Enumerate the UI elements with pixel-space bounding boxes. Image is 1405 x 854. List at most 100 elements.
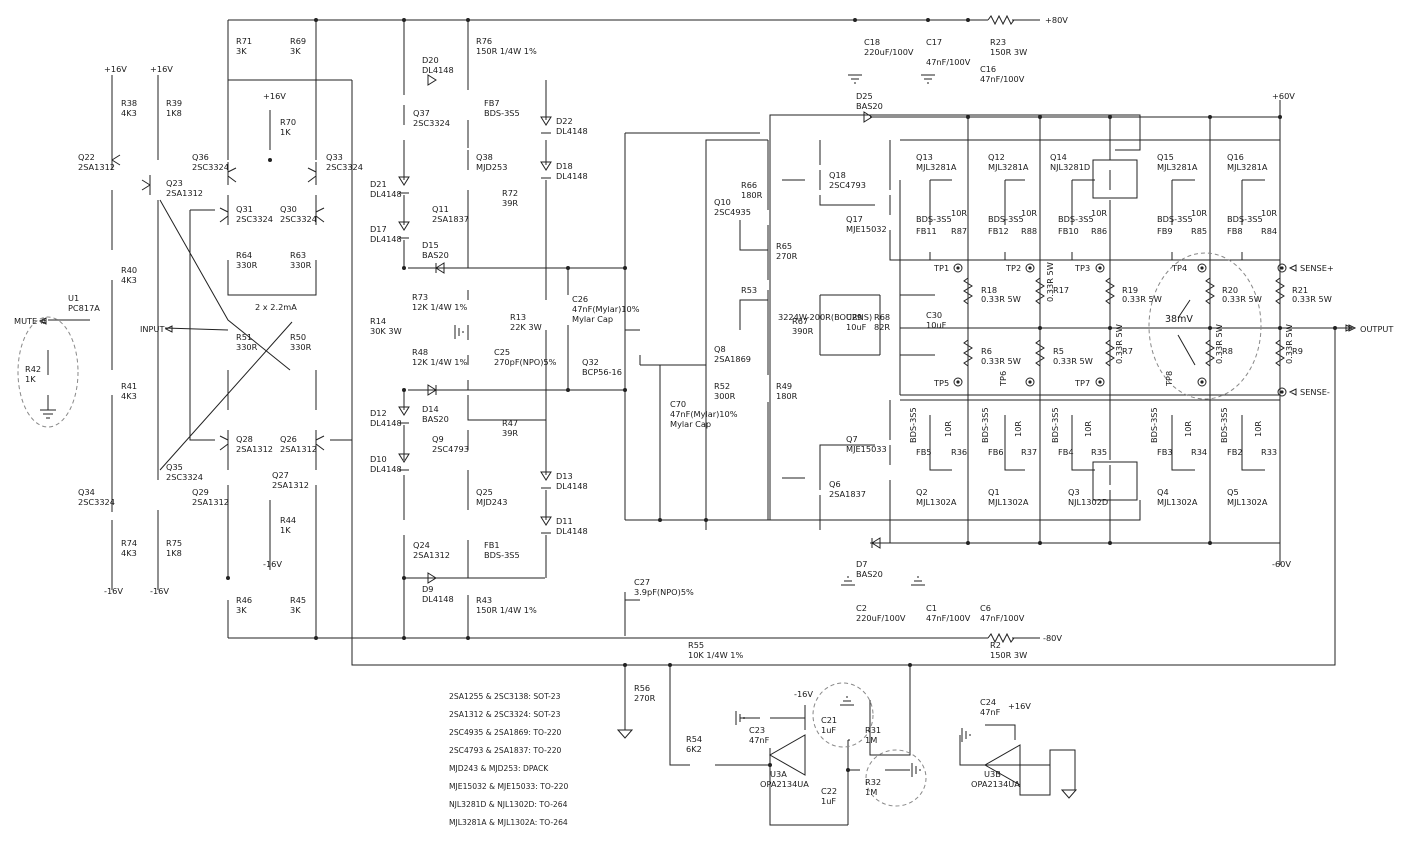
component-label: DL4148	[422, 65, 454, 75]
component-label: 47nF/100V	[926, 57, 971, 67]
component-label: 47nF(Mylar)10%	[572, 304, 640, 314]
component-label: R72	[502, 188, 518, 198]
component-label: D25	[856, 91, 873, 101]
component-label: Q22	[78, 152, 95, 162]
component-label: 1uF	[821, 725, 836, 735]
component-label: C26	[572, 294, 588, 304]
component-label: 0.33R 5W	[1045, 262, 1055, 302]
component-label: R74	[121, 538, 137, 548]
component-label: R46	[236, 595, 252, 605]
component-label: Q33	[326, 152, 343, 162]
component-label: Q17	[846, 214, 863, 224]
component-label: BDS-3S5	[916, 214, 952, 224]
component-label: Q18	[829, 170, 846, 180]
rail-pos16-a: +16V	[104, 64, 127, 74]
component-label: DL4148	[370, 464, 402, 474]
component-label: 3K	[236, 605, 247, 615]
component-label: R76	[476, 36, 492, 46]
component-label: 10R	[1013, 421, 1023, 437]
component-label: R42	[25, 364, 41, 374]
component-label: BDS-3S5	[1058, 214, 1094, 224]
component-label: 47nF	[749, 735, 770, 745]
component-label: R19	[1122, 285, 1138, 295]
component-label: C24	[980, 697, 996, 707]
component-label: Q37	[413, 108, 430, 118]
component-label: 30K 3W	[370, 326, 402, 336]
component-label: 2SC3324	[78, 497, 115, 507]
component-label: D20	[422, 55, 439, 65]
component-label: Q32	[582, 357, 599, 367]
component-label: Q10	[714, 197, 731, 207]
component-label: C6	[980, 603, 991, 613]
component-label: R54	[686, 734, 702, 744]
component-label: 150R 3W	[990, 650, 1027, 660]
component-label: R65	[776, 241, 792, 251]
component-label: R17	[1053, 285, 1069, 295]
component-label: C70	[670, 399, 686, 409]
component-label: R8	[1222, 346, 1233, 356]
component-label: D11	[556, 516, 573, 526]
component-label: 150R 1/4W 1%	[476, 605, 537, 615]
component-label: 4K3	[121, 548, 137, 558]
component-label: DL4148	[370, 189, 402, 199]
component-label: C1	[926, 603, 937, 613]
component-label: C22	[821, 786, 837, 796]
component-label: TP2	[1005, 263, 1021, 273]
component-label: D14	[422, 404, 439, 414]
component-label: 0.33R 5W	[1053, 356, 1093, 366]
component-label: R48	[412, 347, 428, 357]
component-label: TP3	[1074, 263, 1090, 273]
component-label: 39R	[502, 198, 518, 208]
rail-pos60: +60V	[1272, 91, 1295, 101]
component-label: MJL3281A	[1227, 162, 1268, 172]
component-label: 12K 1/4W 1%	[412, 302, 467, 312]
component-label: R39	[166, 98, 182, 108]
package-note: 2SC4935 & 2SA1869: TO-220	[449, 728, 562, 737]
component-label: 2SC3324	[166, 472, 203, 482]
rail-pos80: +80V	[1045, 15, 1068, 25]
component-label: Q1	[988, 487, 1000, 497]
component-label: C18	[864, 37, 880, 47]
component-label: 1K	[280, 127, 291, 137]
component-label: Q13	[916, 152, 933, 162]
component-label: TP7	[1074, 378, 1090, 388]
component-label: R38	[121, 98, 137, 108]
component-label: R52	[714, 381, 730, 391]
package-note: MJD243 & MJD253: DPACK	[449, 764, 549, 773]
component-label: Q4	[1157, 487, 1169, 497]
component-label: BDS-3S5	[1219, 407, 1229, 443]
component-label: Q27	[272, 470, 289, 480]
component-label: 330R	[290, 260, 312, 270]
component-label: 22K 3W	[510, 322, 542, 332]
port-sense-neg: SENSE-	[1300, 387, 1330, 397]
component-label: 3K	[236, 46, 247, 56]
component-label: R69	[290, 36, 306, 46]
component-label: BDS-3S5	[908, 407, 918, 443]
rail-pos16-d: +16V	[1008, 701, 1031, 711]
package-note: 2SA1312 & 2SC3324: SOT-23	[449, 710, 561, 719]
component-label: 390R	[792, 326, 814, 336]
component-label: 3K	[290, 605, 301, 615]
component-label: C25	[494, 347, 510, 357]
opamps	[768, 734, 1021, 786]
component-label: 0.33R 5W	[1222, 294, 1262, 304]
component-label: R36	[951, 447, 967, 457]
note-current: 2 x 2.2mA	[255, 302, 297, 312]
component-label: 47nF/100V	[980, 74, 1025, 84]
component-label: R9	[1292, 346, 1303, 356]
component-label: 47nF(Mylar)10%	[670, 409, 738, 419]
component-label: 47nF	[980, 707, 1001, 717]
component-label: 2SC3324	[280, 214, 317, 224]
component-label: Q23	[166, 178, 183, 188]
component-label: D15	[422, 240, 439, 250]
component-label: U3B	[984, 769, 1001, 779]
component-label: R88	[1021, 226, 1037, 236]
component-label: 10R	[1091, 208, 1107, 218]
component-label: BDS-3S5	[1149, 407, 1159, 443]
component-label: 2SA1837	[829, 489, 866, 499]
component-label: C30	[926, 310, 942, 320]
component-label: R63	[290, 250, 306, 260]
component-label: R86	[1091, 226, 1107, 236]
component-label: 1K8	[166, 108, 182, 118]
